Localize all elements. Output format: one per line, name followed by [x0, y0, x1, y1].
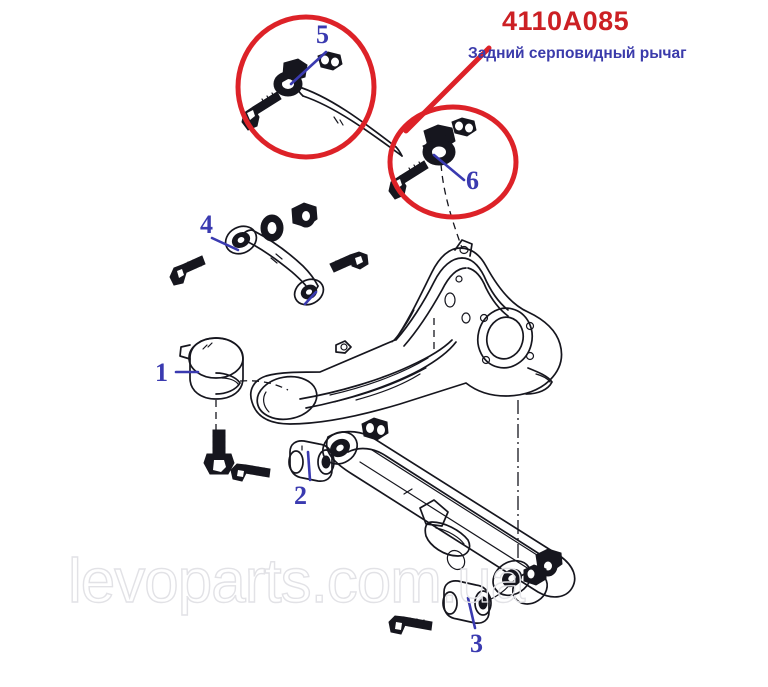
lateral-control-link-assembly [169, 202, 369, 306]
nut-part-6 [451, 117, 477, 137]
callout-number-1: 1 [155, 358, 168, 387]
bushing-part-5 [273, 58, 308, 97]
bushing-part-4-inner [224, 225, 258, 255]
nut-far-right [523, 564, 547, 586]
red-leader-line [403, 45, 492, 134]
red-annotations [235, 14, 519, 220]
nut-part-4 [291, 202, 318, 228]
leader-4 [210, 236, 240, 252]
bushing-part-4-outer [293, 278, 325, 306]
lower-control-arm [321, 430, 576, 605]
leader-6 [432, 153, 466, 182]
leader-4b [303, 290, 318, 306]
bushing-part-6 [422, 124, 456, 166]
rear-axle-carrier [249, 239, 563, 425]
nut-lower-arm-top [361, 417, 389, 441]
highlight-circle-6 [387, 104, 519, 220]
bolt-part-1-lower [203, 429, 235, 475]
leader-3 [466, 596, 477, 630]
leader-2 [306, 450, 312, 482]
part-description-label: Задний серповидный рычаг [468, 45, 687, 62]
callout-number-4: 4 [200, 210, 213, 239]
nut-part-5 [317, 51, 343, 71]
highlight-circle-5 [235, 14, 377, 160]
bolt-part-4-right [329, 251, 369, 273]
callout-number-2: 2 [294, 481, 307, 510]
nut-lower-arm-right [535, 548, 563, 577]
bushing-part-3 [442, 580, 492, 624]
callout-number-5: 5 [316, 20, 329, 49]
bolt-part-2 [230, 463, 271, 482]
bushing-part-2 [288, 440, 335, 482]
callout-number-3: 3 [470, 629, 483, 658]
bolt-part-3 [388, 615, 433, 635]
leader-5 [289, 50, 328, 86]
callout-number-6: 6 [466, 166, 479, 195]
washer-part-4 [260, 214, 284, 242]
bushing-part-1 [179, 337, 289, 432]
callout-leaders [174, 50, 477, 630]
bolt-part-4-left [169, 255, 206, 286]
part-number-label: 4110A085 [502, 6, 630, 36]
upper-crescent-arm-assembly [241, 51, 477, 249]
